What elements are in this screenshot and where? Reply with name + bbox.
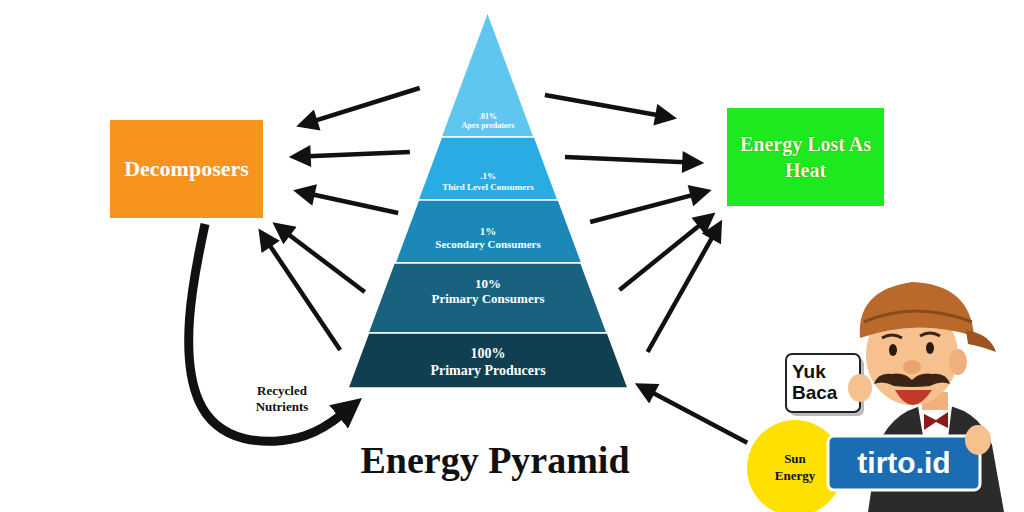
box-label: Energy Lost As Heat: [733, 131, 878, 183]
mascot-nose: [903, 360, 921, 374]
energy-arrow: [283, 230, 365, 292]
mascot-shirt: [918, 406, 952, 478]
mascot-head: [866, 305, 958, 405]
band-fill: [368, 263, 607, 333]
mascot-eye: [889, 344, 897, 356]
level-label: Third Level Consumers: [442, 182, 534, 193]
band-fill: [418, 137, 558, 200]
pyramid-band: .01%Apex predators: [441, 12, 534, 137]
band-fill: [348, 333, 628, 388]
energy-arrow: [590, 193, 699, 222]
circle-label: Sun Energy: [765, 451, 825, 485]
mascot-hand: [965, 425, 991, 455]
level-label: Primary Producers: [430, 363, 545, 380]
edge-label: Recycled Nutrients: [232, 383, 332, 414]
energy-arrow: [302, 152, 410, 156]
mascot-mustache: [874, 374, 950, 387]
mascot-hat-knot: [966, 330, 996, 352]
pyramid-band: 1%Secondary Consumers: [395, 200, 582, 263]
mascot-eyebrow: [882, 335, 902, 338]
band-fill: [395, 200, 582, 263]
energy-arrow: [565, 157, 691, 162]
mascot-hat-fold: [864, 311, 972, 322]
pyramid-band: 10%Primary Consumers: [368, 263, 607, 333]
mascot-bow-tie: [924, 412, 948, 430]
energy-arrow: [648, 231, 716, 352]
mascot-eyebrow: [920, 333, 940, 336]
percentage-label: 1%: [480, 225, 497, 238]
pyramid-band: 100%Primary Producers: [348, 333, 628, 388]
mascot-mouth: [895, 390, 932, 405]
sign-text: Yuk Baca: [792, 362, 858, 404]
sun-circle: Sun Energy: [747, 420, 843, 512]
box-label: Decomposers: [124, 155, 249, 184]
sign-shadow: [790, 358, 864, 416]
pyramid-band: .1%Third Level Consumers: [418, 137, 558, 200]
level-label: Primary Consumers: [431, 291, 544, 307]
mascot-neck: [922, 392, 948, 410]
energy-arrow: [306, 193, 398, 213]
level-label: Secondary Consumers: [435, 238, 540, 251]
mascot-hat: [860, 282, 974, 338]
diagram-title: Energy Pyramid: [330, 438, 660, 484]
energy-arrow: [619, 221, 705, 290]
percentage-label: 10%: [475, 276, 501, 292]
percentage-label: .1%: [480, 171, 496, 182]
band-fill: [441, 12, 534, 137]
percentage-label: 100%: [471, 346, 506, 363]
mascot-ear: [949, 349, 967, 375]
energy-arrow: [266, 240, 340, 350]
logo-badge: [828, 436, 980, 490]
sun-fill: [747, 420, 843, 512]
level-label: Apex predators: [462, 121, 515, 131]
energy-arrow: [309, 88, 420, 123]
mascot-eye: [926, 342, 934, 354]
energy-arrow: [545, 95, 664, 116]
recycle-arrow: [189, 224, 348, 441]
decomposer-box: Decomposers: [110, 120, 263, 218]
mascot-body: [868, 404, 1004, 512]
watermark: tirto.id: [828, 436, 980, 490]
sign-card: [786, 354, 860, 412]
mascot-hand: [848, 374, 872, 402]
energy-arrow: [647, 390, 748, 443]
percentage-label: .01%: [479, 112, 497, 122]
heat-box: Energy Lost As Heat: [727, 108, 884, 206]
